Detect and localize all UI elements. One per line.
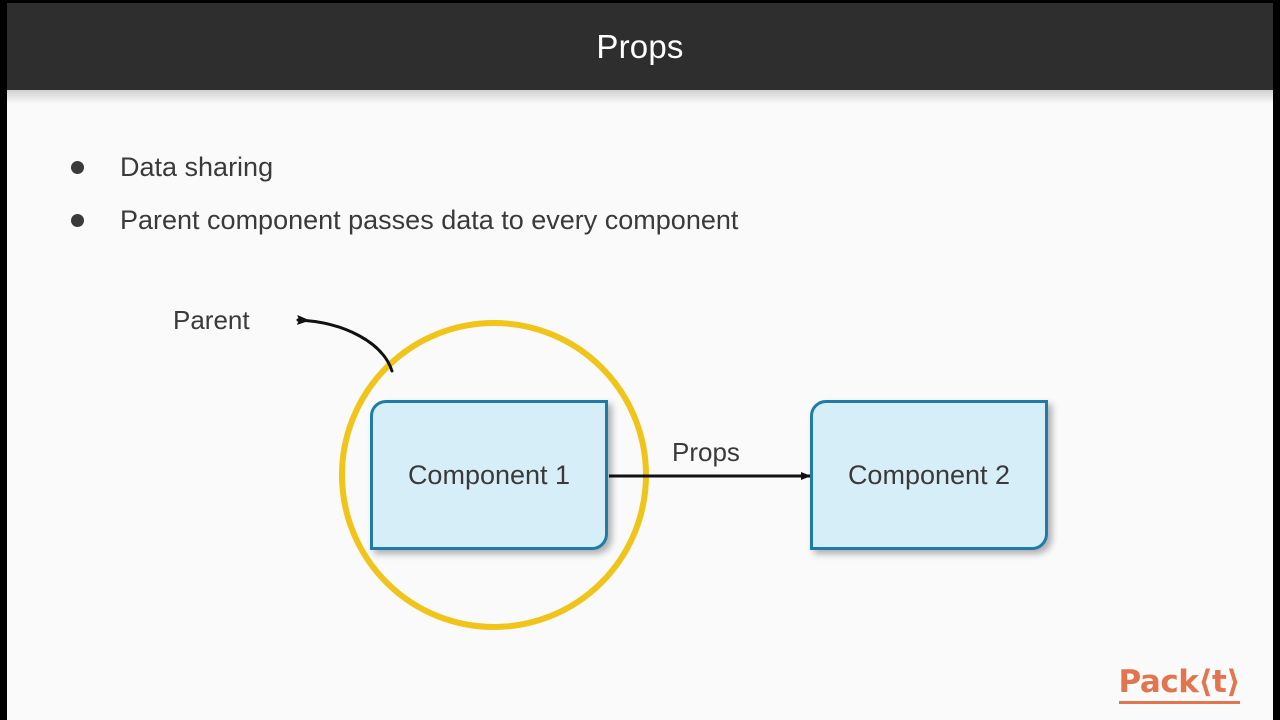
- bullet-dot-icon: [71, 161, 84, 174]
- header-drop-shadow: [7, 90, 1273, 104]
- page-title: Props: [596, 28, 684, 65]
- slide-header: Props: [7, 0, 1273, 90]
- bullet-list: Data sharing Parent component passes dat…: [71, 150, 1171, 256]
- parent-callout-arrow: [296, 314, 394, 373]
- packt-logo: Pack⟨t⟩: [1118, 664, 1241, 704]
- bullet-text: Parent component passes data to every co…: [120, 205, 739, 236]
- component-2-label: Component 2: [847, 459, 1011, 490]
- bullet-text: Data sharing: [120, 152, 274, 182]
- parent-label: Parent: [173, 305, 250, 335]
- bullet-dot-icon: [71, 214, 84, 228]
- component-1-node: Component 1: [370, 400, 608, 550]
- component-1-label: Component 1: [407, 459, 571, 490]
- list-item: Parent component passes data to every co…: [71, 203, 1171, 238]
- packt-logo-bracket-left-icon: ⟨: [1198, 664, 1212, 700]
- packt-logo-wordmark: Pack⟨t⟩: [1118, 664, 1241, 700]
- packt-logo-bracket-right-icon: ⟩: [1226, 664, 1240, 700]
- packt-logo-underline: [1118, 701, 1240, 704]
- packt-logo-word: Pack: [1118, 664, 1199, 700]
- packt-logo-letter-t: t: [1212, 664, 1227, 700]
- list-item: Data sharing: [71, 150, 1171, 185]
- component-2-node: Component 2: [810, 400, 1048, 550]
- props-edge-label: Props: [672, 437, 740, 467]
